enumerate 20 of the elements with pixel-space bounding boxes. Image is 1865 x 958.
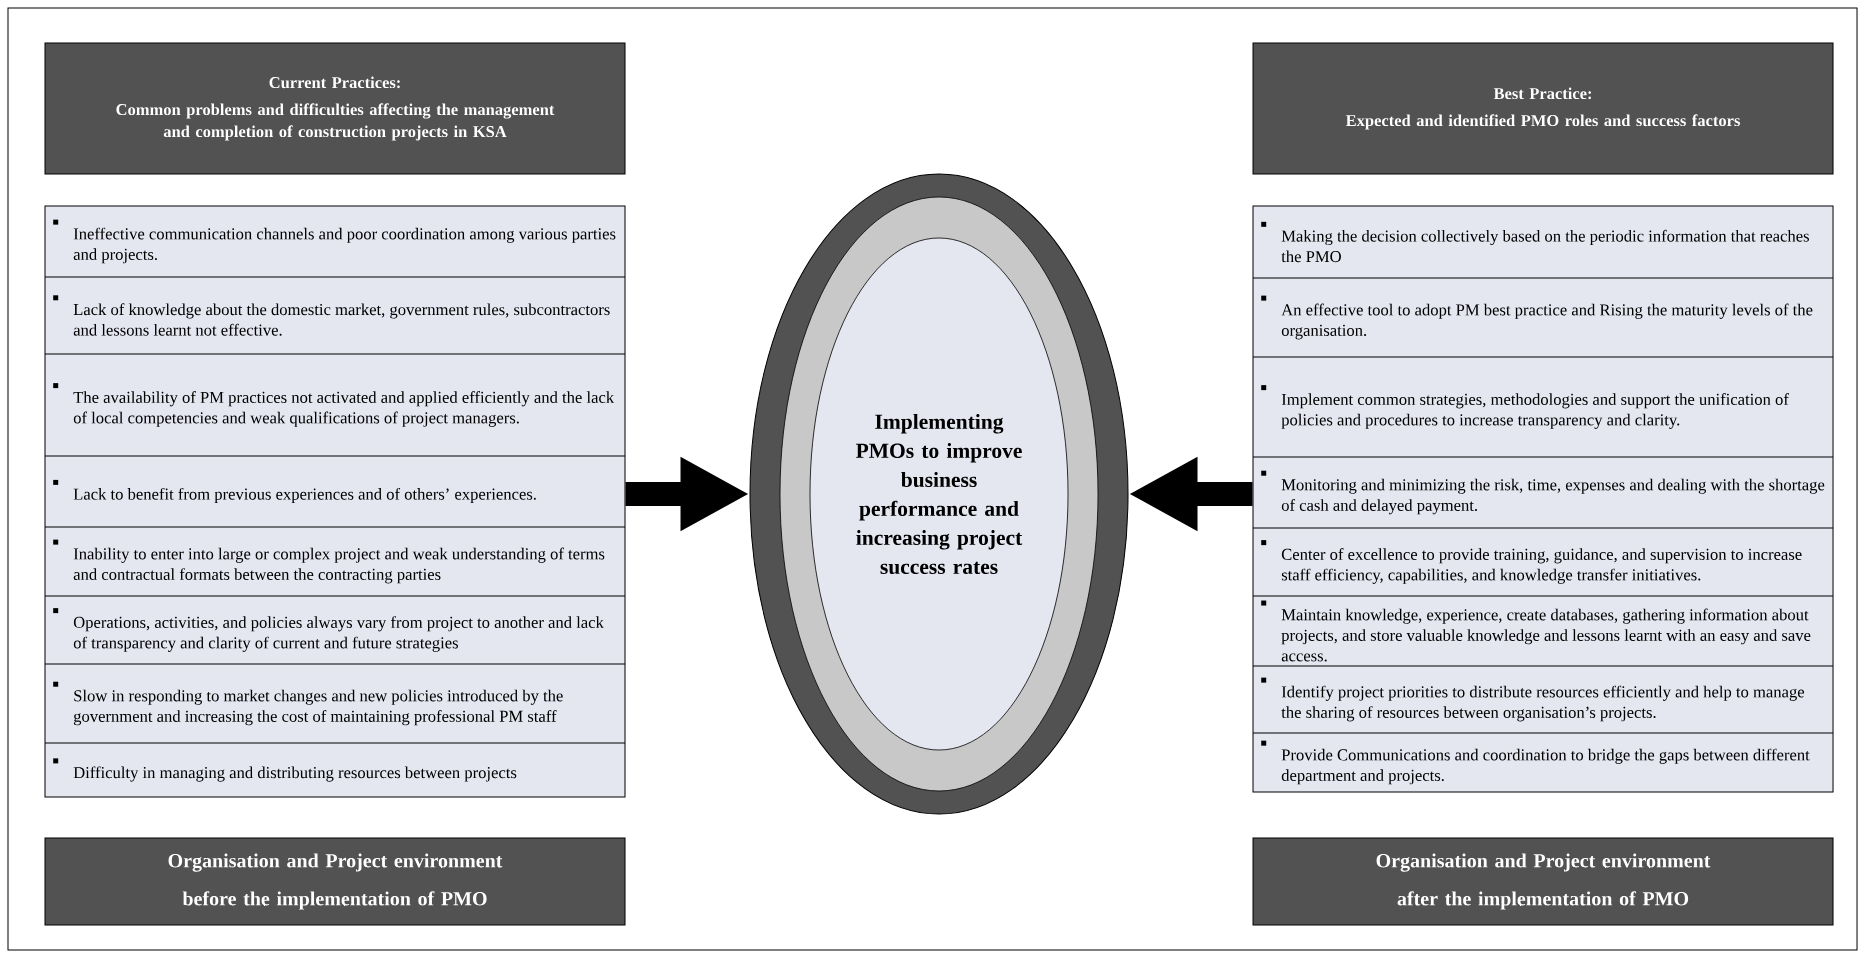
bullet-item: Difficulty in managing and distributing resources between projects	[53, 758, 517, 782]
bullet-item: Lack of knowledge about the domestic market, government rules, subcontractors and lessons learnt not effective.	[53, 295, 610, 336]
bullet-item: Center of excellence to provide training, guidance, and supervision to increase staff efficiency, capabilities, and knowledge transfer initiatives.	[1261, 540, 1802, 584]
bullet-item: Operations, activities, and policies always vary from project to another and lack of transparency and clarity of current and future strategies	[53, 608, 604, 652]
bullet-item: Maintain knowledge, experience, create databases, gathering information about projects, and store valuable knowledge and lessons learnt with an easy and save access.	[1261, 600, 1811, 662]
bullet-item: Monitoring and minimizing the risk, time, expenses and dealing with the shortage of cash and delayed payment.	[1261, 470, 1825, 515]
bullet-item: Provide Communications and coordination to bridge the gaps between different department and projects.	[1261, 740, 1810, 785]
footer-box: Organisation and Project environment before the implementation of PMO	[44, 837, 626, 926]
bullet-item: Identify project priorities to distribute resources efficiently and help to manage the sharing of resources between organisation’s projects.	[1261, 677, 1805, 722]
bullet-item: The availability of PM practices not activated and applied efficiently and the lack of local competencies and weak qualifications of project managers.	[53, 383, 615, 427]
bullet-item: Implement common strategies, methodologies and support the unification of policies and procedures to increase transparency and clarity.	[1261, 385, 1789, 429]
bullet-item: Ineffective communication channels and poor coordination among various parties and projects.	[53, 219, 616, 264]
footer-box: Organisation and Project environment after the implementation of PMO	[1252, 837, 1834, 926]
bullet-item: Lack to benefit from previous experiences and of others’ experiences.	[53, 479, 536, 504]
bullet-item: Making the decision collectively based on the periodic information that reaches the PMO	[1261, 221, 1809, 263]
bullet-item: Inability to enter into large or complex project and weak understanding of terms and contractual formats between the contracting parties	[53, 539, 605, 584]
bullet-item: Slow in responding to market changes and new policies introduced by the government and increasing the cost of maintaining professional PM staff	[53, 681, 563, 726]
header-box: Best Practice: Expected and identified PMO roles and success factors	[1252, 42, 1834, 175]
bullet-item: An effective tool to adopt PM best practice and Rising the maturity levels of the organisation.	[1261, 295, 1813, 340]
header-box: Current Practices: Common problems and difficulties affecting the management and completion of construction projects in KSA	[44, 42, 626, 175]
